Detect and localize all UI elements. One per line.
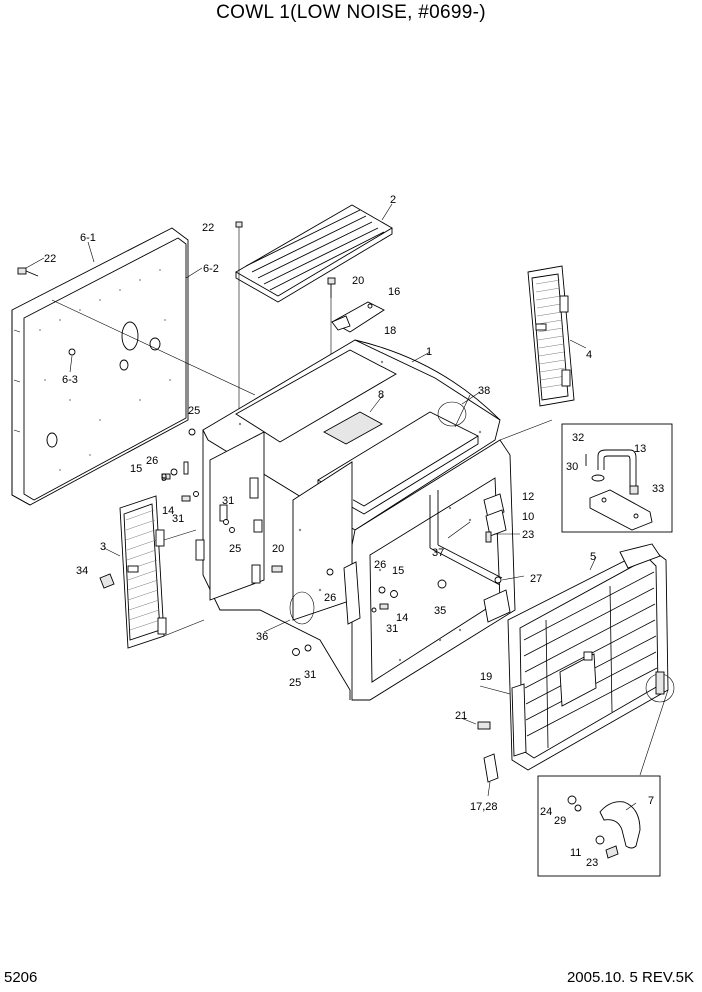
callout-14b: 14: [396, 612, 408, 624]
callout-25c: 25: [289, 677, 301, 689]
callout-21: 21: [455, 710, 467, 722]
callout-26a: 26: [146, 455, 158, 467]
cowl-body-1: [195, 339, 516, 701]
callout-12: 12: [522, 491, 534, 503]
callout-23a: 23: [522, 529, 534, 541]
callout-23b: 23: [586, 857, 598, 869]
callout-34: 34: [76, 565, 88, 577]
callout-25a: 25: [188, 405, 200, 417]
callout-38: 38: [478, 385, 490, 397]
callout-18: 18: [384, 325, 396, 337]
callout-20b: 20: [272, 543, 284, 555]
callout-17-28: 17,28: [470, 801, 498, 813]
callout-26c: 26: [324, 592, 336, 604]
bolt-22-top: [235, 221, 243, 430]
callout-14a: 14: [162, 505, 174, 517]
callout-6-1: 6-1: [80, 232, 96, 244]
callout-22b: 22: [44, 253, 56, 265]
top-grille-2: [235, 203, 393, 303]
revision-date: 2005.10. 5 REV.5K: [566, 969, 694, 986]
callout-8: 8: [378, 389, 384, 401]
callout-9: 9: [161, 472, 167, 484]
radiator-guard-5: [507, 543, 675, 771]
callout-31d: 31: [386, 623, 398, 635]
callout-4: 4: [586, 349, 592, 361]
callout-6-2: 6-2: [203, 263, 219, 275]
callout-37: 37: [432, 547, 444, 559]
callout-16: 16: [388, 286, 400, 298]
callout-5: 5: [590, 551, 596, 563]
hardware-fasteners: [161, 428, 502, 783]
callout-36: 36: [256, 631, 268, 643]
callout-31c: 31: [304, 669, 316, 681]
bolt-22-left: [17, 257, 45, 277]
callout-15a: 15: [130, 463, 142, 475]
callout-33: 33: [652, 483, 664, 495]
callout-10: 10: [522, 511, 534, 523]
callout-29: 29: [554, 815, 566, 827]
callout-26b: 26: [374, 559, 386, 571]
callout-6-3: 6-3: [62, 374, 78, 386]
detail-box-lock-parts: [561, 423, 673, 533]
callout-13: 13: [634, 443, 646, 455]
callout-30: 30: [566, 461, 578, 473]
callout-27: 27: [530, 573, 542, 585]
callout-3: 3: [100, 541, 106, 553]
side-door-4: [527, 265, 575, 407]
page-number: 5206: [4, 969, 38, 986]
front-door-3: [119, 495, 167, 649]
latch-34: [99, 573, 115, 589]
callout-11: 11: [570, 847, 581, 859]
callout-25b: 25: [229, 543, 241, 555]
plate-16-18: [331, 301, 385, 333]
callout-7: 7: [648, 795, 654, 807]
callout-32: 32: [572, 432, 584, 444]
callout-31b: 31: [222, 495, 234, 507]
callout-31a: 31: [172, 513, 184, 525]
page-title: COWL 1(LOW NOISE, #0699-): [216, 2, 486, 23]
callout-19: 19: [480, 671, 492, 683]
detail-box-handle-parts: [537, 689, 669, 877]
callout-22a: 22: [202, 222, 214, 234]
callout-15b: 15: [392, 565, 404, 577]
callout-24: 24: [540, 806, 552, 818]
callout-2: 2: [390, 194, 396, 206]
callout-35: 35: [434, 605, 446, 617]
callout-1: 1: [426, 346, 432, 358]
side-panel-6: [11, 227, 256, 506]
callout-leaders: [69, 241, 637, 811]
callout-20a: 20: [352, 275, 364, 287]
